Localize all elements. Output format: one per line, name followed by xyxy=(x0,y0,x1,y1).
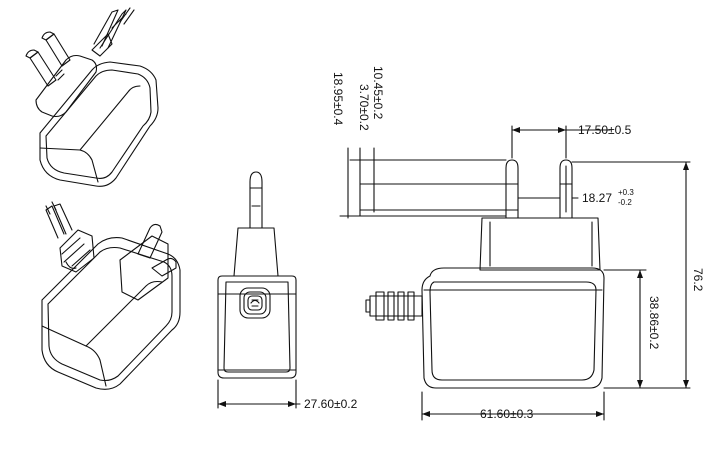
front-view xyxy=(339,125,691,421)
dim-pin-length: 18.95±0.4 xyxy=(331,72,345,126)
dim-pin-tip-offset: 3.70±0.2 xyxy=(357,84,371,131)
dim-total-height: 76.2 xyxy=(691,268,705,292)
dim-pin-diameter-tol-lower: -0.2 xyxy=(618,198,632,207)
dim-pin-diameter-tol-upper: +0.3 xyxy=(618,188,634,197)
dim-pin-tip-length: 10.45±0.2 xyxy=(371,66,385,120)
dim-depth: 27.60±0.2 xyxy=(304,397,358,411)
side-view xyxy=(217,171,301,409)
dim-body-width: 61.60±0.3 xyxy=(480,407,534,421)
dim-pin-spacing: 17.50±0.5 xyxy=(578,123,632,137)
isometric-view-top xyxy=(25,7,159,187)
dim-body-height: 38.86±0.2 xyxy=(647,296,661,350)
dim-pin-diameter: 18.27 xyxy=(582,191,612,205)
isometric-view-bottom xyxy=(41,201,181,390)
